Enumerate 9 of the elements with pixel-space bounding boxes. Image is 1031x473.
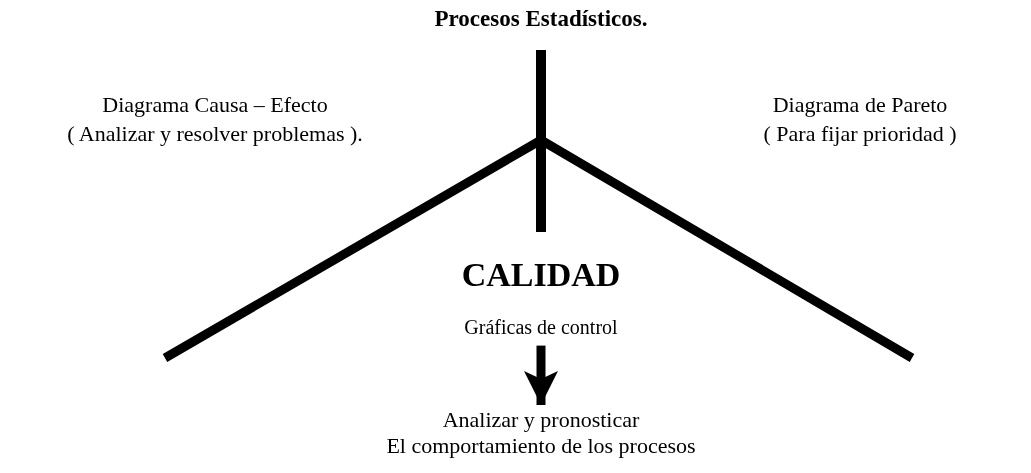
label: Diagrama Causa – Efecto	[102, 92, 328, 118]
node-text: Analizar y pronosticar El comportamiento de los procesos	[371, 407, 711, 459]
label: ( Analizar y resolver problemas ).	[67, 121, 363, 147]
heading: CALIDAD	[461, 256, 621, 294]
label: ( Para fijar prioridad )	[763, 121, 957, 147]
title: Procesos Estadísticos.	[434, 6, 648, 32]
node-text: Gráficas de control	[411, 316, 671, 340]
arrow	[524, 345, 558, 405]
label: Diagrama de Pareto	[772, 92, 948, 118]
